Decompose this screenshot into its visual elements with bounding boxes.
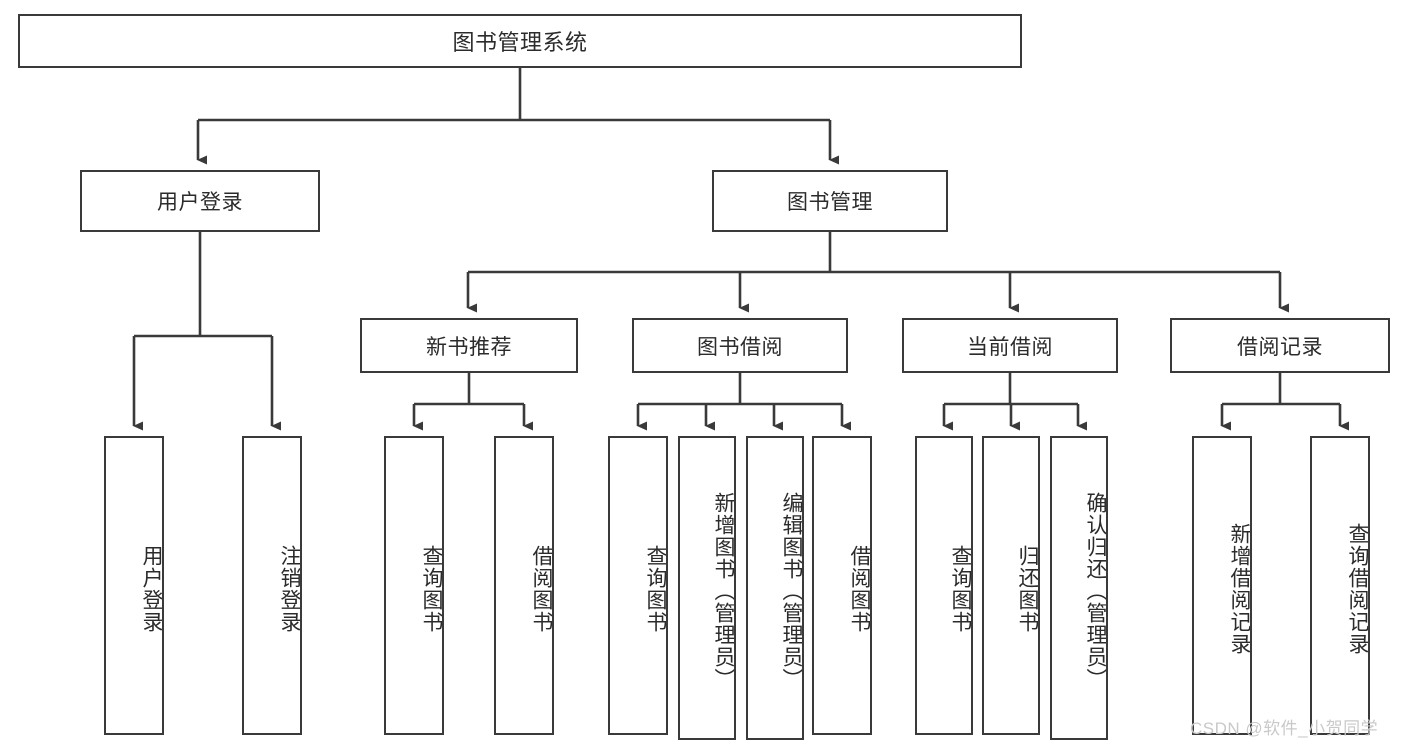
leaf-new-book-recommend-0-label: 查询图书 bbox=[420, 544, 443, 633]
node-book-borrow-label: 图书借阅 bbox=[697, 335, 783, 359]
leaf-book-borrow-2[interactable]: 编辑图书（管理员） bbox=[746, 436, 804, 740]
leaf-book-borrow-3[interactable]: 借阅图书 bbox=[812, 436, 872, 735]
node-book-manage[interactable]: 图书管理 bbox=[712, 170, 948, 232]
leaf-borrow-record-0[interactable]: 新增借阅记录 bbox=[1192, 436, 1252, 735]
leaf-current-borrow-0-label: 查询图书 bbox=[949, 544, 972, 633]
leaf-current-borrow-2-label: 确认归还（管理员） bbox=[1084, 492, 1107, 690]
node-root[interactable]: 图书管理系统 bbox=[18, 14, 1022, 68]
leaf-current-borrow-2[interactable]: 确认归还（管理员） bbox=[1050, 436, 1108, 740]
leaf-book-borrow-2-label: 编辑图书（管理员） bbox=[780, 492, 803, 690]
leaf-borrow-record-0-label: 新增借阅记录 bbox=[1228, 522, 1251, 655]
leaf-current-borrow-0[interactable]: 查询图书 bbox=[915, 436, 973, 735]
node-borrow-record[interactable]: 借阅记录 bbox=[1170, 318, 1390, 373]
node-new-book-recommend-label: 新书推荐 bbox=[426, 335, 512, 359]
leaf-user-login-0-label: 用户登录 bbox=[140, 544, 163, 633]
csdn-watermark: CSDN @软件_小贺同学 bbox=[1190, 719, 1379, 738]
leaf-new-book-recommend-1-label: 借阅图书 bbox=[530, 544, 553, 633]
leaf-current-borrow-1[interactable]: 归还图书 bbox=[982, 436, 1040, 735]
leaf-new-book-recommend-1[interactable]: 借阅图书 bbox=[494, 436, 554, 735]
node-book-borrow[interactable]: 图书借阅 bbox=[632, 318, 848, 373]
node-new-book-recommend[interactable]: 新书推荐 bbox=[360, 318, 578, 373]
leaf-book-borrow-1-label: 新增图书（管理员） bbox=[712, 492, 735, 690]
node-current-borrow[interactable]: 当前借阅 bbox=[902, 318, 1118, 373]
node-root-label: 图书管理系统 bbox=[452, 30, 588, 55]
node-book-manage-label: 图书管理 bbox=[787, 191, 873, 214]
node-borrow-record-label: 借阅记录 bbox=[1237, 335, 1323, 359]
leaf-borrow-record-1[interactable]: 查询借阅记录 bbox=[1310, 436, 1370, 735]
node-current-borrow-label: 当前借阅 bbox=[967, 335, 1053, 359]
leaf-book-borrow-0-label: 查询图书 bbox=[644, 544, 667, 633]
leaf-book-borrow-0[interactable]: 查询图书 bbox=[608, 436, 668, 735]
leaf-user-login-0[interactable]: 用户登录 bbox=[104, 436, 164, 735]
leaf-user-login-1[interactable]: 注销登录 bbox=[242, 436, 302, 735]
leaf-book-borrow-3-label: 借阅图书 bbox=[848, 544, 871, 633]
node-user-login-label: 用户登录 bbox=[157, 191, 243, 214]
leaf-user-login-1-label: 注销登录 bbox=[278, 544, 301, 633]
leaf-book-borrow-1[interactable]: 新增图书（管理员） bbox=[678, 436, 736, 740]
node-user-login[interactable]: 用户登录 bbox=[80, 170, 320, 232]
leaf-borrow-record-1-label: 查询借阅记录 bbox=[1346, 522, 1369, 655]
leaf-current-borrow-1-label: 归还图书 bbox=[1016, 544, 1039, 633]
leaf-new-book-recommend-0[interactable]: 查询图书 bbox=[384, 436, 444, 735]
